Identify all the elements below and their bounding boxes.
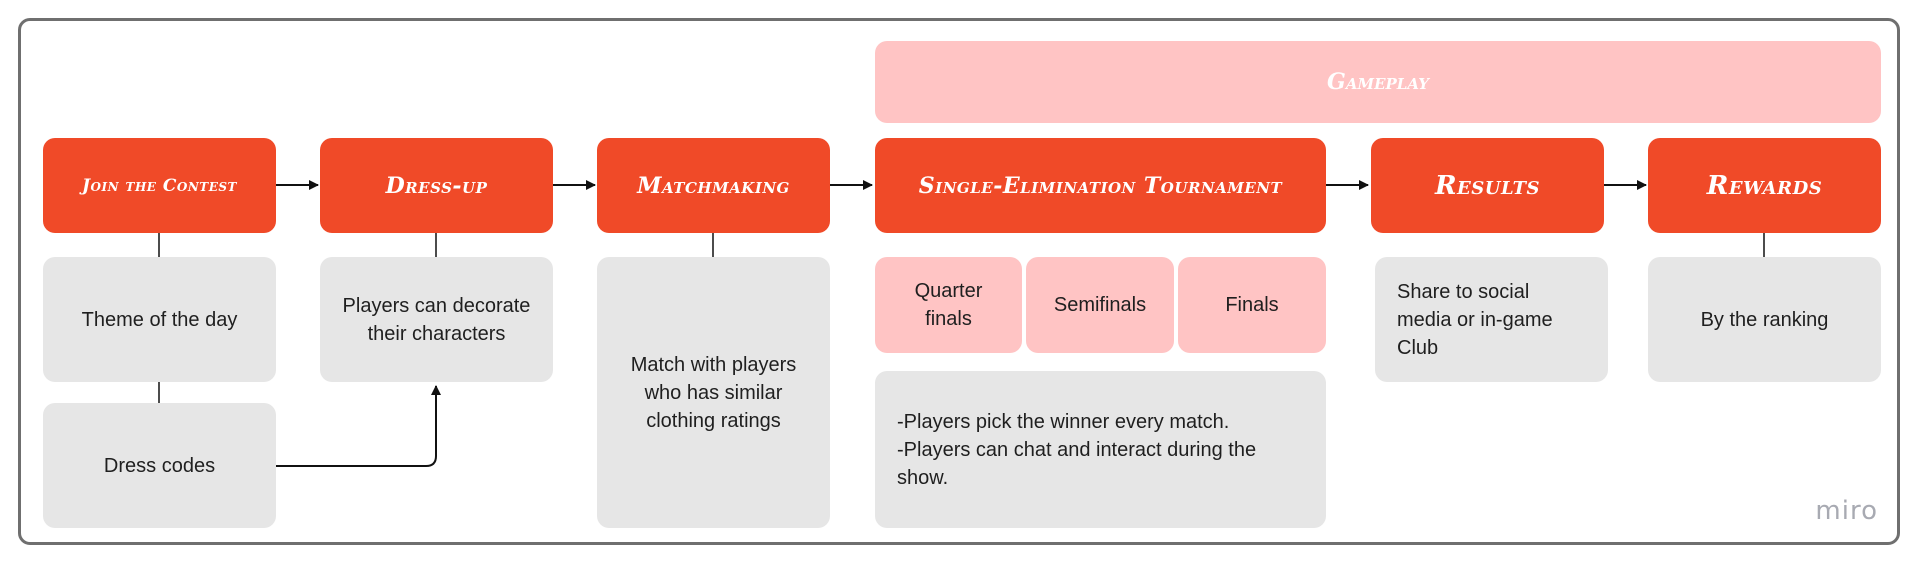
stage-title: Dress-up — [385, 172, 488, 199]
note-tournament-description: -Players pick the winner every match. -P… — [875, 371, 1326, 528]
round-semifinals: Semifinals — [1026, 257, 1174, 353]
stage-title: Join the Contest — [82, 175, 237, 196]
stage-dress-up: Dress-up — [320, 138, 553, 233]
gameplay-banner: Gameplay — [875, 41, 1881, 123]
note-decorate-characters: Players can decorate their characters — [320, 257, 553, 382]
stage-results: Results — [1371, 138, 1604, 233]
stage-title: Results — [1434, 170, 1541, 201]
stage-single-elimination-tournament: Single-Elimination Tournament — [875, 138, 1326, 233]
gameplay-banner-label: Gameplay — [1327, 69, 1429, 95]
stage-title: Matchmaking — [637, 172, 790, 199]
note-by-ranking: By the ranking — [1648, 257, 1881, 382]
stage-matchmaking: Matchmaking — [597, 138, 830, 233]
stage-title: Single-Elimination Tournament — [918, 172, 1283, 199]
stage-title: Rewards — [1706, 170, 1823, 201]
note-theme-of-the-day: Theme of the day — [43, 257, 276, 382]
stage-rewards: Rewards — [1648, 138, 1881, 233]
note-share-results: Share to social media or in-game Club — [1375, 257, 1608, 382]
round-quarter-finals: Quarter finals — [875, 257, 1022, 353]
stage-join-the-contest: Join the Contest — [43, 138, 276, 233]
note-match-players: Match with players who has similar cloth… — [597, 257, 830, 528]
note-dress-codes: Dress codes — [43, 403, 276, 528]
miro-logo: miro — [1815, 496, 1878, 526]
round-finals: Finals — [1178, 257, 1326, 353]
